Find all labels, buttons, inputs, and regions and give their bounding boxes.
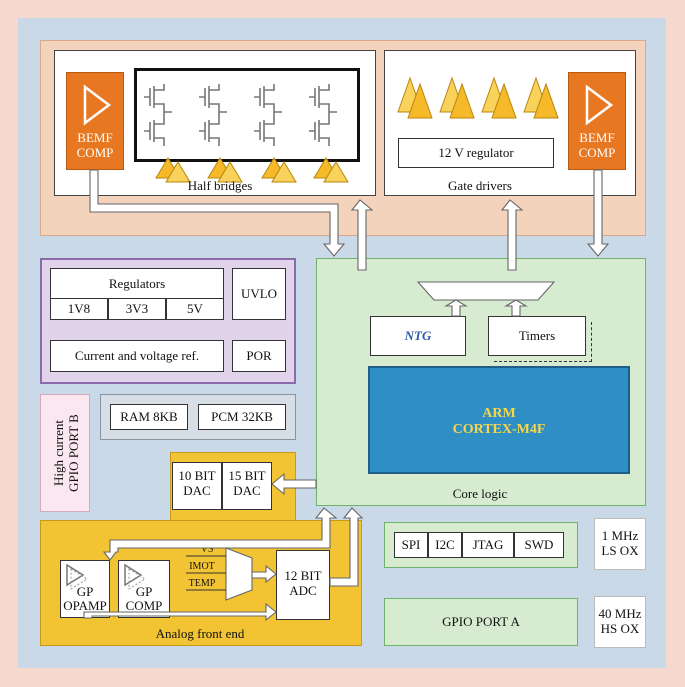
gp-opamp: GP OPAMP: [60, 560, 110, 618]
gpio-port-b-label: High current GPIO PORT B: [51, 384, 82, 522]
gpio-port-a: [384, 598, 578, 646]
gpio-b-line2: GPIO PORT B: [65, 414, 81, 492]
hs-line1: 40 MHz: [598, 606, 642, 621]
core-logic-label: Core logic: [452, 486, 508, 501]
mux-input-vs: VS: [200, 544, 214, 555]
ntg-box: NTG: [370, 316, 466, 356]
comp-line2: COMP: [125, 598, 163, 614]
current-voltage-ref-box: Current and voltage ref.: [50, 340, 224, 372]
dac15-line1: 15 BIT: [228, 468, 266, 483]
pcm-box: PCM 32KB: [198, 404, 286, 430]
mux-input-imot: IMOT: [189, 561, 215, 572]
gpio-b-line1: High current: [51, 419, 66, 487]
hs-line2: HS OX: [600, 620, 640, 636]
dac-10bit: 10 BIT DAC: [172, 462, 222, 510]
timers-box: Timers: [488, 316, 586, 356]
rail-3v3: 3V3: [108, 298, 166, 320]
bemf-comp-right: BEMF COMP: [568, 72, 626, 170]
bemf-comp-left: BEMF COMP: [66, 72, 124, 170]
ls-line2: LS OX: [601, 542, 639, 558]
uvlo-box: UVLO: [232, 268, 286, 320]
arm-line2: CORTEX-M4F: [452, 422, 546, 438]
gp-comp: GP COMP: [118, 560, 170, 618]
adc-line2: ADC: [289, 582, 317, 598]
spi-box: SPI: [394, 532, 428, 558]
rail-1v8: 1V8: [50, 298, 108, 320]
opamp-icon: [66, 563, 88, 590]
bemf-left-line2: COMP: [76, 144, 114, 160]
i2c-box: I2C: [428, 532, 462, 558]
adc-12bit: 12 BIT ADC: [276, 550, 330, 620]
opamp-line1: GP: [76, 584, 94, 599]
afe-label: Analog front end: [155, 626, 245, 641]
comparator-icon: [585, 84, 614, 126]
swd-box: SWD: [514, 532, 564, 558]
dac-15bit: 15 BIT DAC: [222, 462, 272, 510]
ls-oscillator: 1 MHz LS OX: [594, 518, 646, 570]
mux-input-temp: TEMP: [188, 578, 216, 589]
dac10-line2: DAC: [183, 482, 211, 498]
rail-5v: 5V: [166, 298, 224, 320]
ls-line1: 1 MHz: [601, 528, 639, 543]
adc-line1: 12 BIT: [284, 568, 322, 583]
gate-drivers-label: Gate drivers: [448, 178, 512, 193]
bemf-right-line2: COMP: [578, 144, 616, 160]
ram-box: RAM 8KB: [110, 404, 188, 430]
comparator-icon: [124, 563, 146, 590]
jtag-box: JTAG: [462, 532, 514, 558]
arm-cortex-m4f: ARM CORTEX-M4F: [368, 366, 630, 474]
arm-line1: ARM: [482, 406, 516, 421]
hs-oscillator: 40 MHz HS OX: [594, 596, 646, 648]
comp-line1: GP: [135, 584, 153, 599]
bemf-left-line1: BEMF: [77, 130, 113, 145]
opamp-line2: OPAMP: [63, 598, 107, 614]
por-box: POR: [232, 340, 286, 372]
regulator-12v: 12 V regulator: [398, 138, 554, 168]
regulators-label: Regulators: [108, 276, 166, 291]
gpio-port-b: [40, 394, 90, 512]
dac15-line2: DAC: [233, 482, 261, 498]
mosfet-array: [134, 68, 360, 162]
comparator-icon: [83, 84, 112, 126]
bemf-right-line1: BEMF: [579, 130, 615, 145]
ntg-label: NTG: [404, 327, 432, 343]
timers-shadow: [494, 322, 592, 362]
dac10-line1: 10 BIT: [178, 468, 216, 483]
gpio-port-a-label: GPIO PORT A: [442, 614, 520, 629]
half-bridges-label: Half bridges: [187, 178, 253, 193]
